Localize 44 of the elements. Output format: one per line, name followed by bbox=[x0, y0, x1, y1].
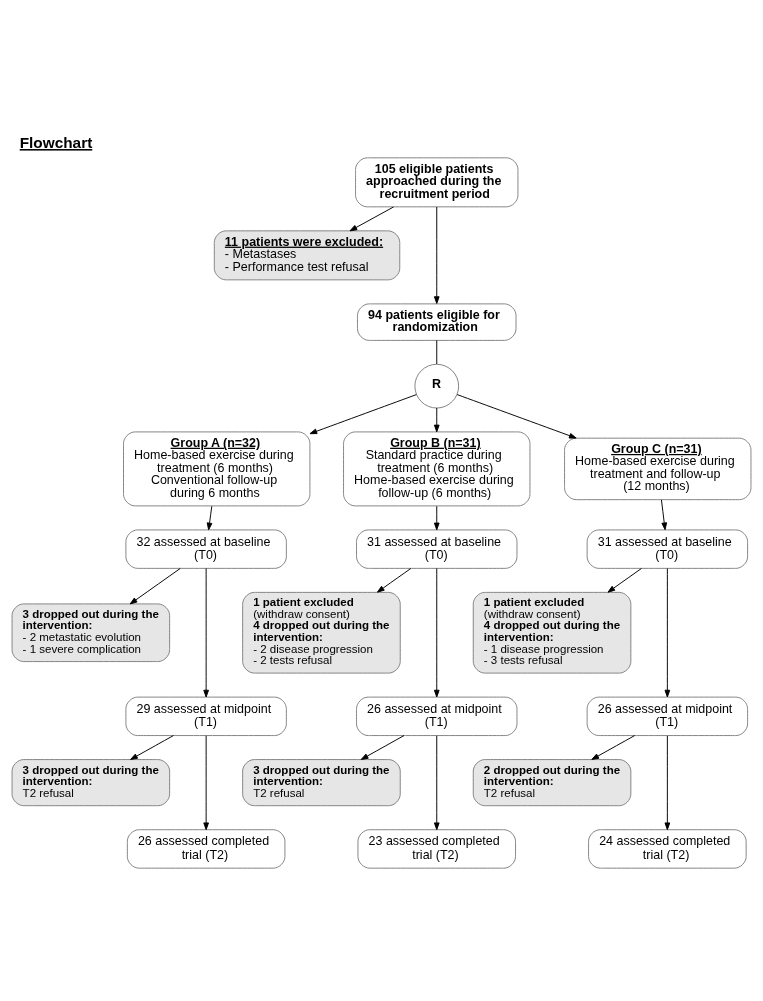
node-box: 23 assessed completed trial (T2) bbox=[357, 829, 516, 869]
node-box: 26 assessed completed trial (T2) bbox=[126, 829, 286, 869]
arrow bbox=[129, 567, 181, 605]
arrow bbox=[433, 567, 440, 698]
connector bbox=[436, 339, 438, 365]
arrow bbox=[664, 567, 671, 698]
arrow bbox=[607, 567, 642, 593]
node-box: 29 assessed at midpoint (T1) bbox=[125, 696, 287, 737]
arrow bbox=[360, 735, 405, 760]
node-box: 1 patient excluded (withdraw consent) 4 dropped out during the intervention: - 1 disease progression - 3 tests refusal bbox=[472, 591, 632, 674]
node-box: 11 patients were excluded: - Metastases - Performance test refusal bbox=[213, 230, 401, 281]
node-box: 105 eligible patients approached during the recruitment period bbox=[355, 157, 519, 208]
arrow bbox=[206, 505, 213, 531]
arrow bbox=[591, 735, 636, 760]
node-box: 3 dropped out during the intervention: T2 refusal bbox=[242, 759, 401, 807]
diagram-title: Flowchart bbox=[19, 134, 93, 152]
node-box: Group A (n=32) Home-based exercise during treatment (6 months) Conventional follow-up during 6 months bbox=[123, 431, 311, 507]
arrow bbox=[130, 735, 174, 760]
arrow bbox=[349, 206, 395, 232]
arrow bbox=[433, 206, 440, 304]
node-box: 32 assessed at baseline (T0) bbox=[125, 529, 287, 569]
arrow bbox=[376, 567, 412, 593]
node-box: 1 patient excluded (withdraw consent) 4 dropped out during the intervention: - 2 disease progression - 2 tests refusal bbox=[242, 591, 401, 674]
node-box: 3 dropped out during the intervention: - 2 metastatic evolution - 1 severe complication bbox=[11, 603, 171, 663]
arrow bbox=[456, 394, 577, 439]
node-box: 31 assessed at baseline (T0) bbox=[356, 529, 518, 569]
arrow bbox=[203, 567, 209, 698]
node-box: 31 assessed at baseline (T0) bbox=[586, 529, 749, 569]
node-box: Group B (n=31) Standard practice during treatment (6 months) Home-based exercise during follow-up (6 months) bbox=[343, 431, 531, 507]
arrow bbox=[203, 735, 209, 831]
node-box: Group C (n=31) Home-based exercise during treatment and follow-up (12 months) bbox=[564, 437, 752, 501]
node-box: 24 assessed completed trial (T2) bbox=[588, 829, 747, 869]
arrow bbox=[664, 735, 671, 831]
arrow bbox=[660, 499, 668, 531]
node-box: 94 patients eligible for randomization bbox=[357, 303, 517, 341]
node-box: 26 assessed at midpoint (T1) bbox=[356, 696, 518, 737]
arrow bbox=[433, 735, 440, 831]
node-box: 26 assessed at midpoint (T1) bbox=[586, 696, 749, 737]
arrow bbox=[309, 394, 417, 435]
node-box: 2 dropped out during the intervention: T2 refusal bbox=[472, 759, 632, 807]
arrow bbox=[433, 505, 440, 531]
arrow bbox=[433, 407, 440, 433]
node-circle: R bbox=[414, 363, 460, 409]
node-box: 3 dropped out during the intervention: T2 refusal bbox=[11, 759, 171, 807]
